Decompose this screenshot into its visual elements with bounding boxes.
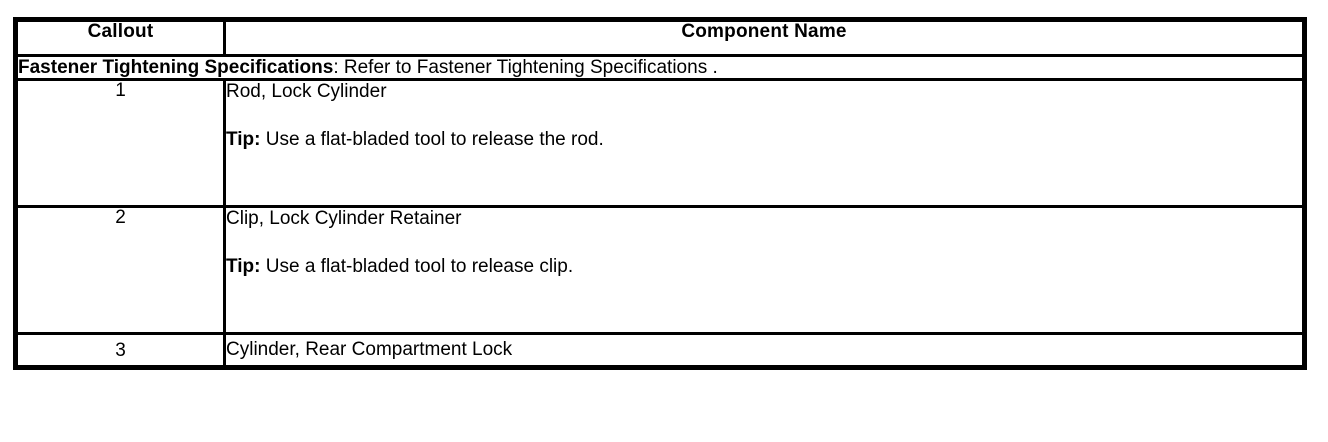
tip-label: Tip: <box>226 129 261 150</box>
fastener-spec-row: Fastener Tightening Specifications: Refe… <box>14 54 1306 81</box>
fastener-spec-text: : Refer to Fastener Tightening Specifica… <box>333 57 718 78</box>
tip-line: Tip: Use a flat-bladed tool to release t… <box>226 129 1302 151</box>
table-row: 2 Clip, Lock Cylinder Retainer Tip: Use … <box>14 205 1306 335</box>
spacer <box>226 230 1302 256</box>
tip-label: Tip: <box>226 256 261 277</box>
column-header-callout: Callout <box>14 18 226 57</box>
fastener-spec-label: Fastener Tightening Specifications <box>18 57 334 78</box>
tip-line: Tip: Use a flat-bladed tool to release c… <box>226 256 1302 278</box>
callout-number: 3 <box>14 332 226 369</box>
component-description: Rod, Lock Cylinder Tip: Use a flat-blade… <box>223 78 1306 208</box>
tip-text: Use a flat-bladed tool to release the ro… <box>260 129 604 150</box>
component-description: Clip, Lock Cylinder Retainer Tip: Use a … <box>223 205 1306 335</box>
table-header-row: Callout Component Name <box>14 18 1306 57</box>
callout-number: 2 <box>14 205 226 335</box>
spacer <box>226 103 1302 129</box>
component-name-text: Clip, Lock Cylinder Retainer <box>226 208 462 229</box>
component-name-text: Rod, Lock Cylinder <box>226 81 387 102</box>
table-row: 3 Cylinder, Rear Compartment Lock <box>14 332 1306 369</box>
column-header-component-name: Component Name <box>223 18 1306 57</box>
component-description: Cylinder, Rear Compartment Lock <box>223 332 1306 369</box>
component-callout-table: Callout Component Name Fastener Tighteni… <box>13 17 1307 370</box>
callout-number: 1 <box>14 78 226 208</box>
table-row: 1 Rod, Lock Cylinder Tip: Use a flat-bla… <box>14 78 1306 208</box>
tip-text: Use a flat-bladed tool to release clip. <box>260 256 574 277</box>
fastener-spec-cell: Fastener Tightening Specifications: Refe… <box>14 54 1306 81</box>
